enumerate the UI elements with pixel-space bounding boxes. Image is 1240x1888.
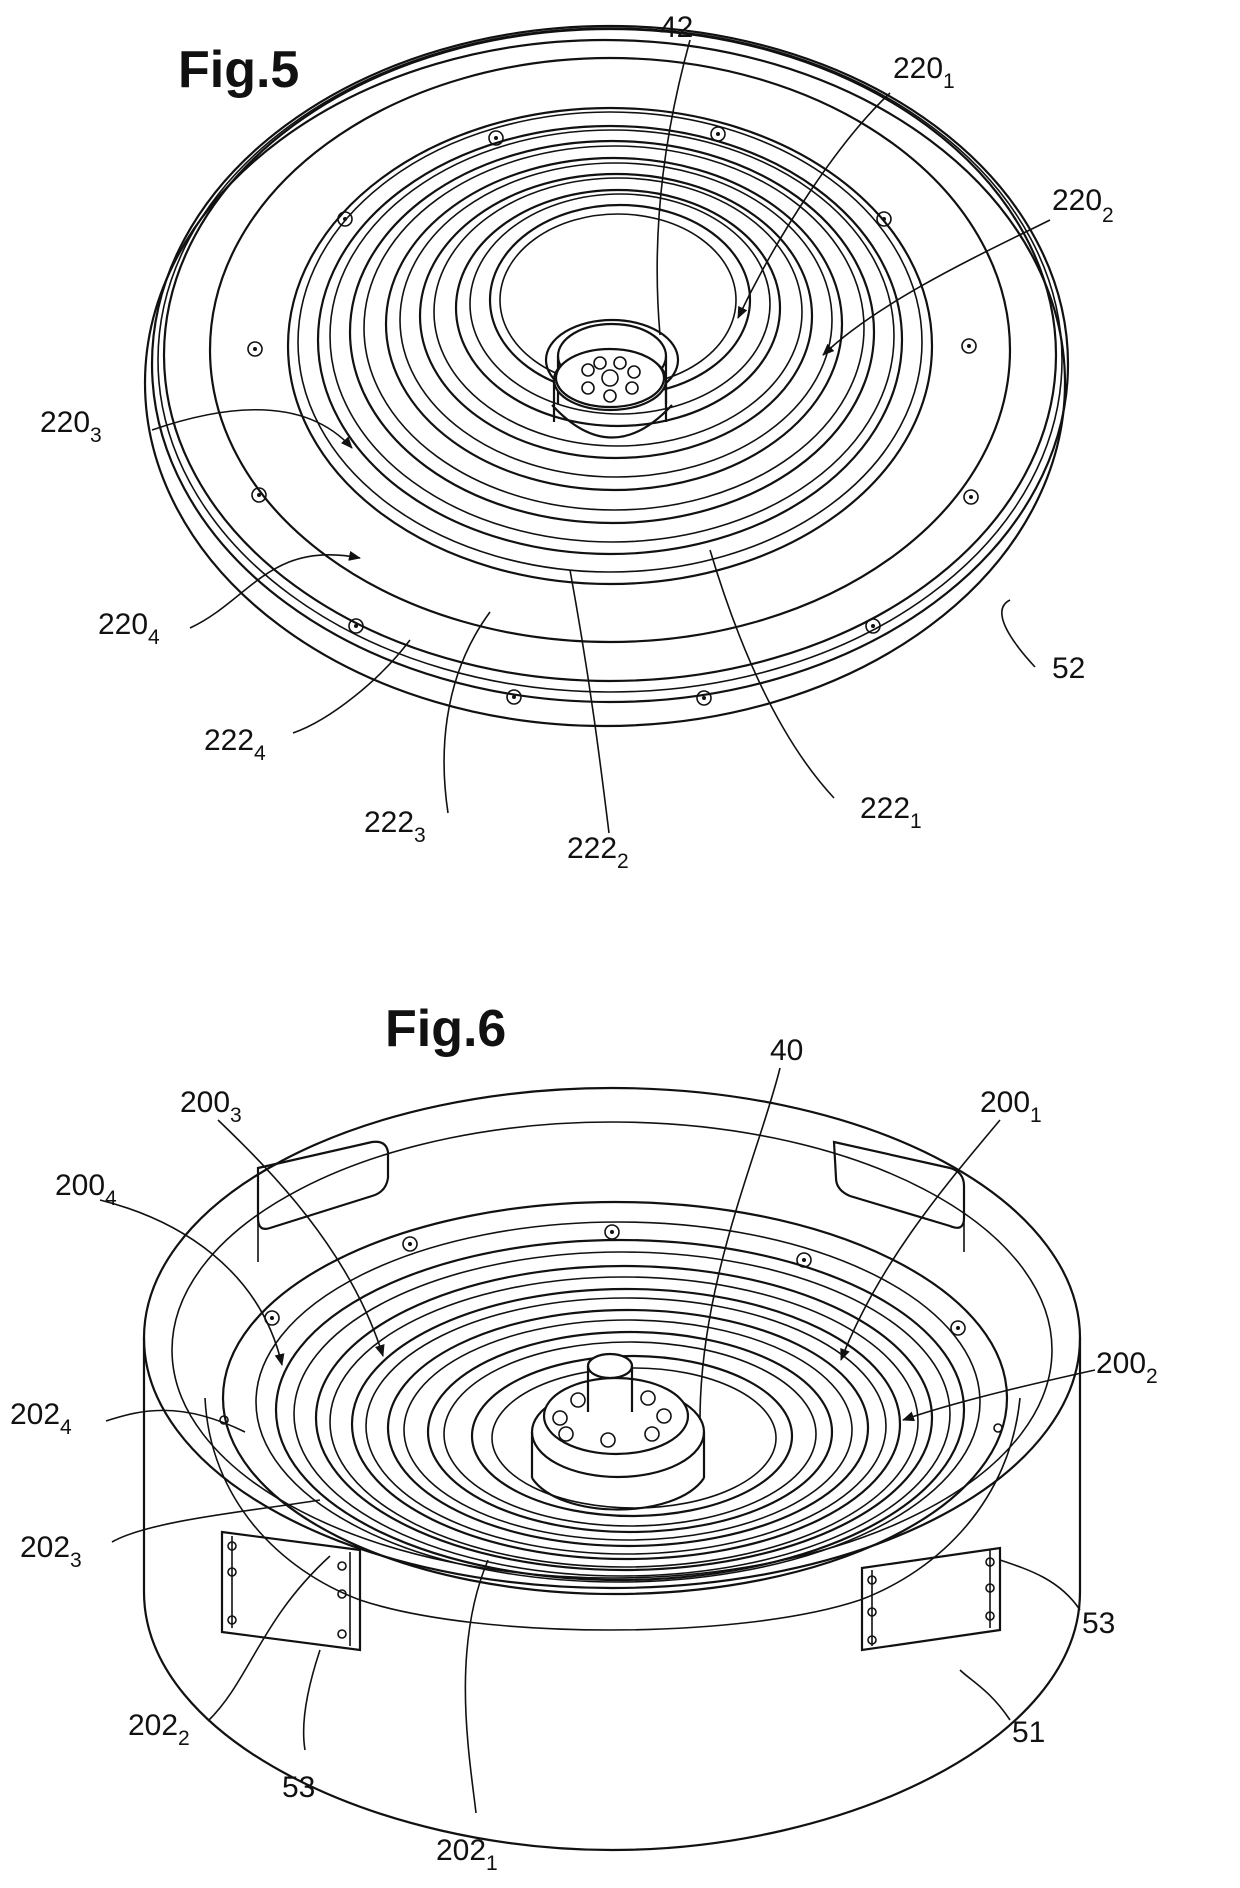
label-52: 52 bbox=[1052, 652, 1085, 685]
figure-5: Fig.5 bbox=[40, 11, 1114, 873]
label-202-2: 202 bbox=[128, 1709, 178, 1742]
figure-6: Fig.6 bbox=[10, 1000, 1158, 1875]
label-222-2-sub: 2 bbox=[617, 850, 629, 873]
label-220-1-sub: 1 bbox=[943, 70, 955, 93]
label-200-2: 200 bbox=[1096, 1347, 1146, 1380]
label-220-3-sub: 3 bbox=[90, 424, 102, 447]
label-40: 40 bbox=[770, 1034, 803, 1067]
label-200-1: 200 bbox=[980, 1086, 1030, 1119]
label-202-3-sub: 3 bbox=[70, 1549, 82, 1572]
label-222-3-sub: 3 bbox=[414, 824, 426, 847]
label-53-left: 53 bbox=[282, 1771, 315, 1804]
label-202-2-sub: 2 bbox=[178, 1727, 190, 1750]
label-200-4-sub: 4 bbox=[105, 1187, 117, 1210]
label-202-4: 202 bbox=[10, 1398, 60, 1431]
label-222-4: 222 bbox=[204, 724, 254, 757]
label-202-4-sub: 4 bbox=[60, 1416, 72, 1439]
label-222-1-sub: 1 bbox=[910, 810, 922, 833]
figure-5-title: Fig.5 bbox=[178, 41, 299, 99]
label-220-3: 220 bbox=[40, 406, 90, 439]
label-53-right: 53 bbox=[1082, 1607, 1115, 1640]
label-200-2-sub: 2 bbox=[1146, 1365, 1158, 1388]
label-220-1: 220 bbox=[893, 52, 943, 85]
label-200-3-sub: 3 bbox=[230, 1104, 242, 1127]
figure-6-title: Fig.6 bbox=[385, 1000, 506, 1058]
label-222-2: 222 bbox=[567, 832, 617, 865]
label-202-1-sub: 1 bbox=[486, 1852, 498, 1875]
disc-52 bbox=[145, 26, 1068, 726]
label-200-4: 200 bbox=[55, 1169, 105, 1202]
label-220-4-sub: 4 bbox=[148, 626, 160, 649]
label-42: 42 bbox=[660, 11, 693, 44]
label-220-2-sub: 2 bbox=[1102, 204, 1114, 227]
label-200-3: 200 bbox=[180, 1086, 230, 1119]
label-222-4-sub: 4 bbox=[254, 742, 266, 765]
label-202-3: 202 bbox=[20, 1531, 70, 1564]
label-202-1: 202 bbox=[436, 1834, 486, 1867]
label-222-3: 222 bbox=[364, 806, 414, 839]
label-200-1-sub: 1 bbox=[1030, 1104, 1042, 1127]
label-220-2: 220 bbox=[1052, 184, 1102, 217]
housing-51 bbox=[144, 1088, 1080, 1850]
label-51: 51 bbox=[1012, 1716, 1045, 1749]
label-222-1: 222 bbox=[860, 792, 910, 825]
label-220-4: 220 bbox=[98, 608, 148, 641]
